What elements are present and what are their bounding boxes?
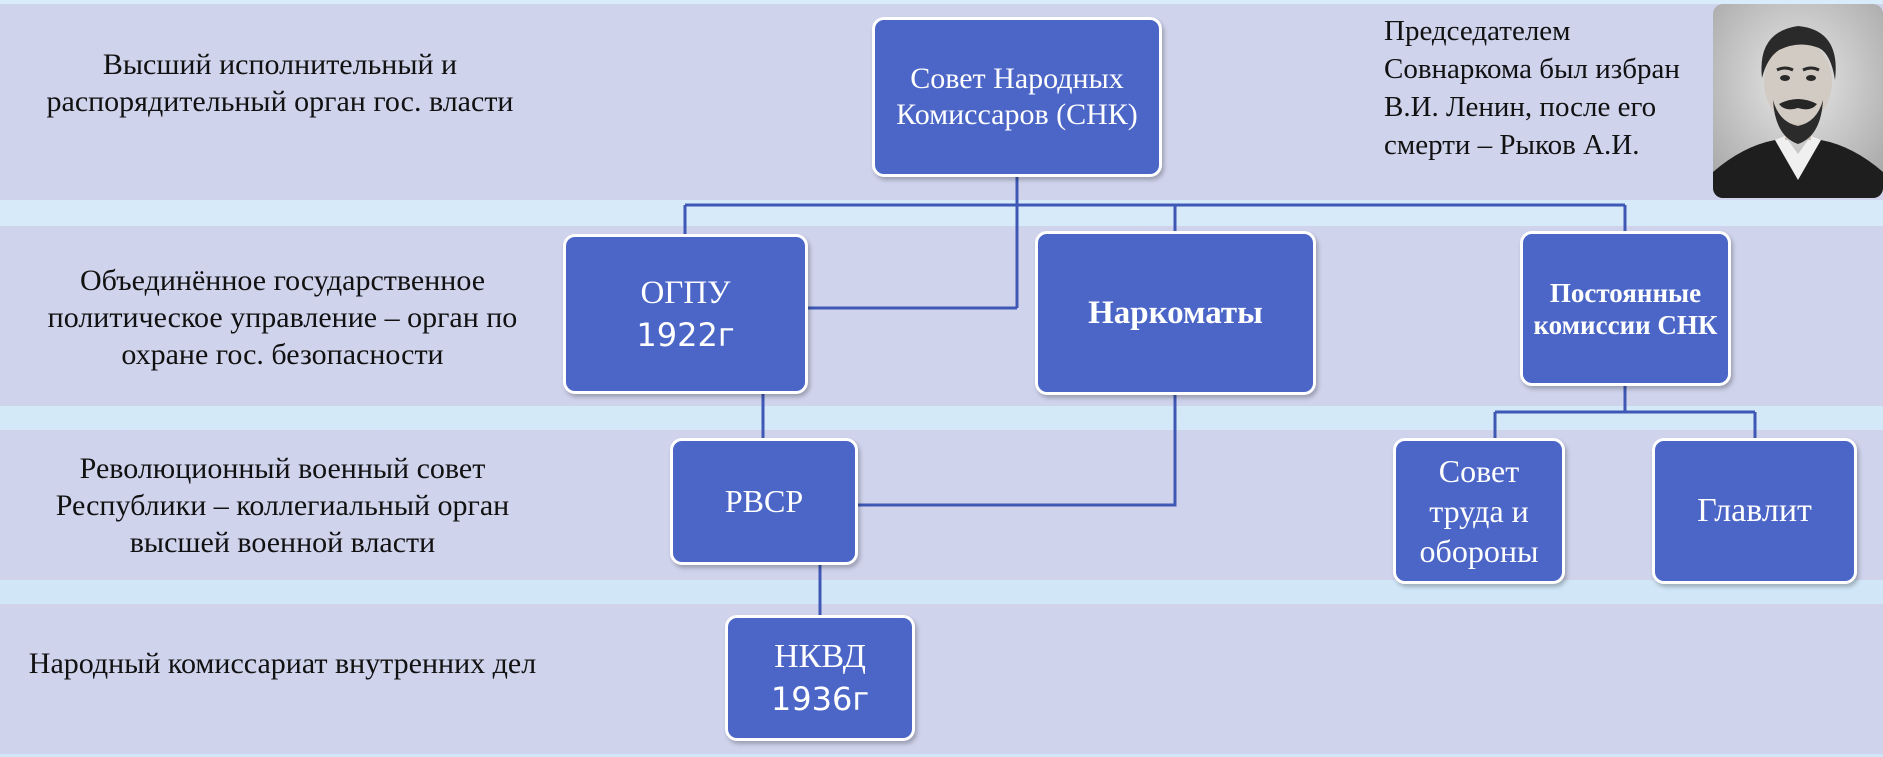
box-nkvd-title: НКВД: [774, 638, 866, 675]
box-rvsr-title: РВСР: [724, 483, 804, 519]
row-description-rvsr: Революционный военный совет Республики –…: [55, 452, 510, 559]
box-commissions: Постоянные комиссии СНК: [1520, 231, 1731, 386]
portrait-image: [1713, 4, 1883, 198]
box-glavlit-title: Главлит: [1697, 492, 1812, 529]
row-description-nkvd: Народный комиссариат внутренних дел: [28, 647, 537, 680]
box-glavlit: Главлит: [1652, 438, 1857, 584]
box-ogpu-year: 1922г: [636, 315, 735, 354]
box-ogpu-title: ОГПУ: [640, 274, 731, 311]
box-sto: Совет труда и обороны: [1393, 438, 1565, 584]
row-description-snk: Высший исполнительный и распорядительный…: [46, 48, 514, 118]
box-ogpu: ОГПУ 1922г: [563, 234, 808, 394]
box-snk-title: Совет Народных Комиссаров (СНК): [896, 62, 1138, 131]
box-nkvd-year: 1936г: [770, 680, 870, 718]
row-description-ogpu: Объединённое государственное политическо…: [47, 264, 518, 371]
box-narkomaty: Наркоматы: [1035, 231, 1316, 395]
box-narkomaty-title: Наркоматы: [1088, 294, 1263, 331]
box-snk: Совет Народных Комиссаров (СНК): [872, 17, 1162, 177]
box-rvsr: РВСР: [670, 438, 858, 565]
box-commissions-title: Постоянные комиссии СНК: [1533, 277, 1718, 340]
box-nkvd: НКВД 1936г: [725, 615, 915, 741]
connector-narkomaty-nkvd: [818, 393, 1177, 617]
row-band-4: [0, 604, 1883, 754]
chairman-note: Председателем Совнаркома был избран В.И.…: [1384, 15, 1680, 161]
box-sto-title: Совет труда и обороны: [1419, 453, 1539, 569]
